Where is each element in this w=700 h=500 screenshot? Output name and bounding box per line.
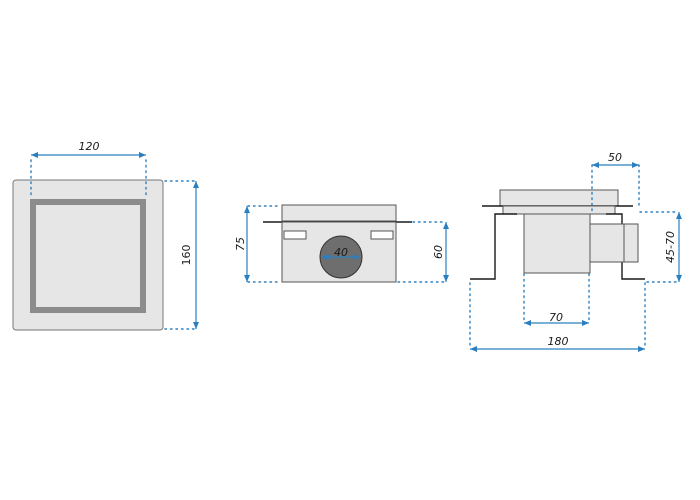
- side-view-clip-left: [283, 230, 307, 240]
- top-height-label: 160: [180, 245, 193, 266]
- side-height-label: 75: [234, 237, 247, 251]
- side-view: 40 75 60: [234, 204, 449, 283]
- section-outlet-pipe: [589, 223, 639, 263]
- section-frame: [502, 205, 616, 215]
- top-width-label: 120: [79, 140, 100, 153]
- side-body-label: 60: [432, 245, 445, 259]
- section-view: 50 45-70 70 180: [469, 151, 682, 352]
- outlet-label: 40: [334, 246, 348, 259]
- side-view-clip-right: [370, 230, 394, 240]
- section-body: [523, 213, 591, 274]
- section-adjust-label: 45-70: [664, 231, 677, 263]
- section-inner-label: 70: [549, 311, 563, 324]
- top-view-grate: [36, 205, 140, 307]
- section-overall-label: 180: [548, 335, 569, 348]
- side-view-flange: [281, 204, 397, 222]
- section-grate: [499, 189, 619, 207]
- section-top-label: 50: [608, 151, 622, 164]
- top-view: 120 160: [12, 140, 199, 331]
